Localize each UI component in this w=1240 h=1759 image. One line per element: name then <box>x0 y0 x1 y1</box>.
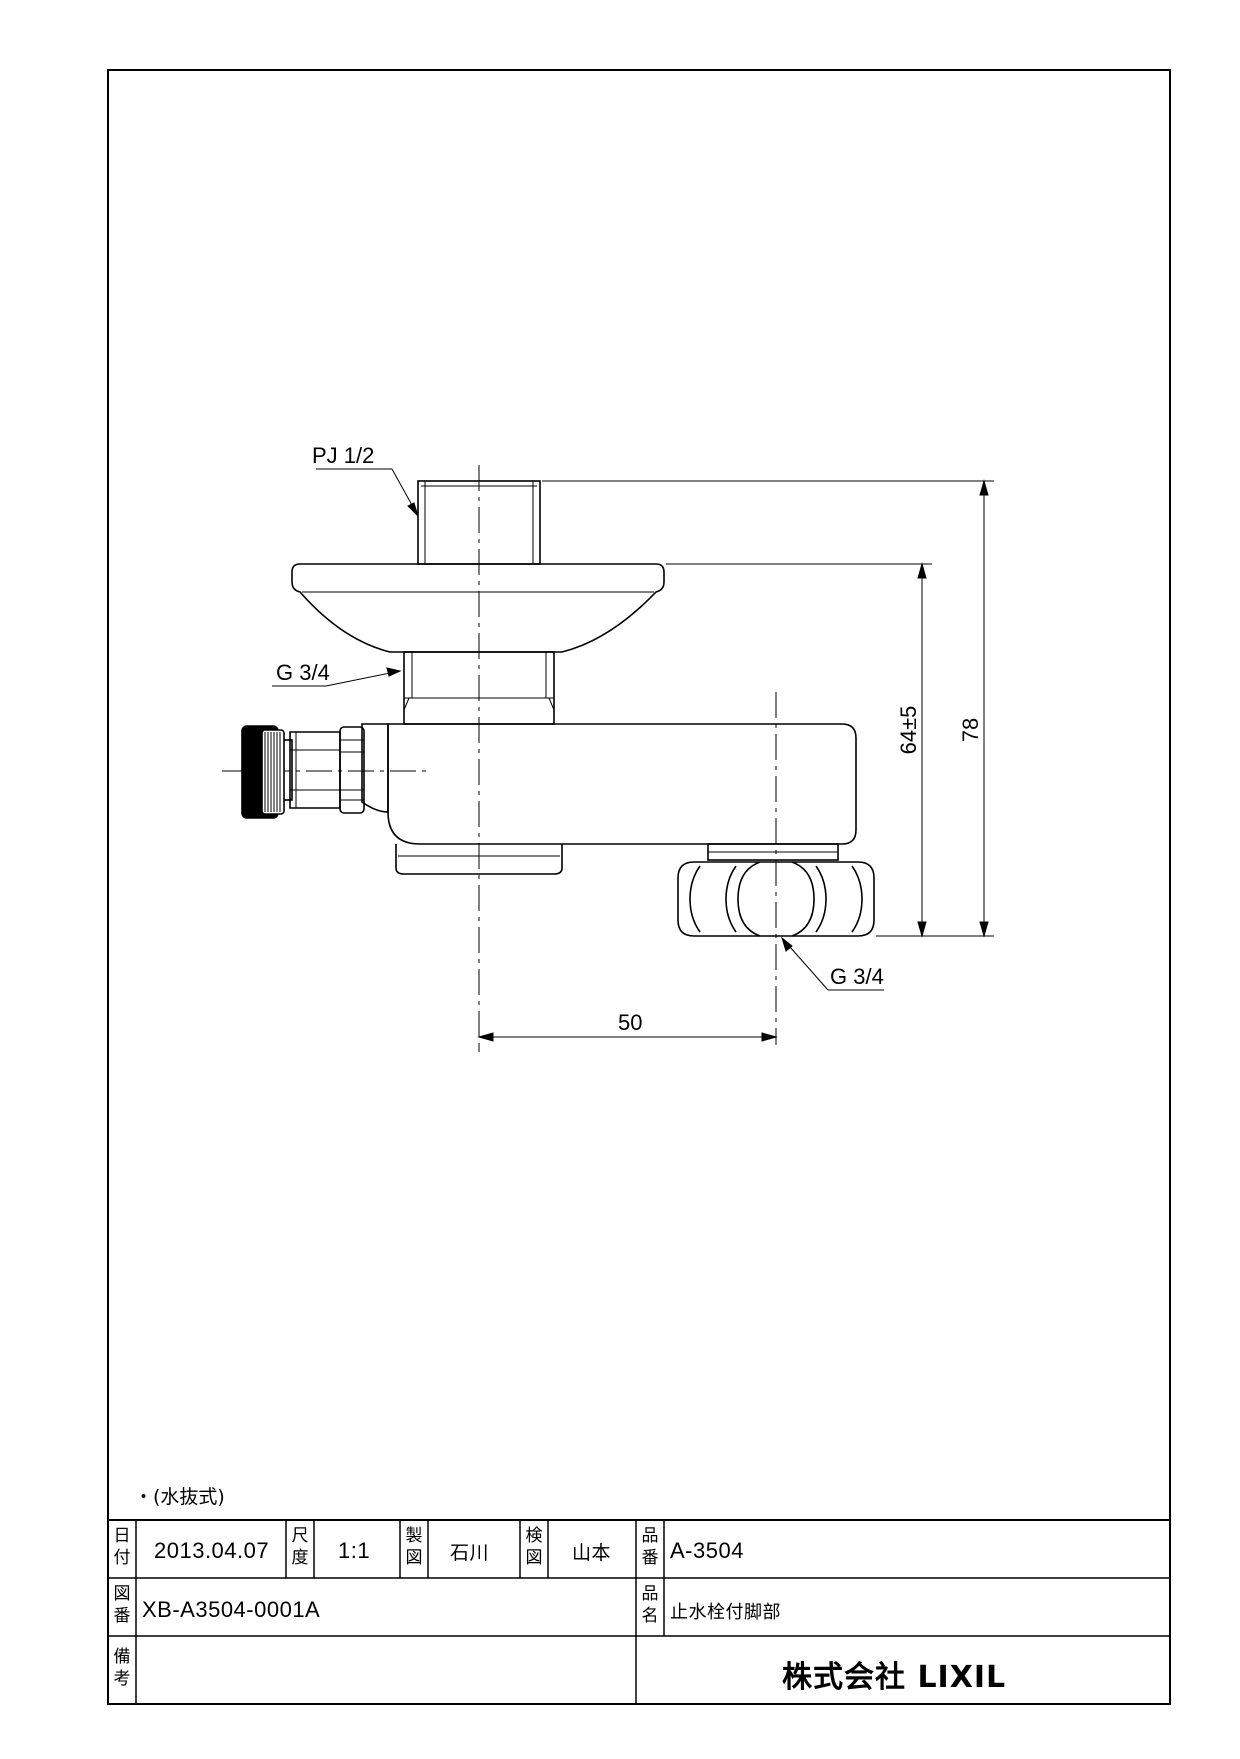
outlet-nut <box>677 843 875 937</box>
remarks-label: 備考 <box>113 1647 131 1689</box>
valve-port <box>281 723 389 814</box>
checked-label: 検図 <box>525 1526 543 1568</box>
drawing-no-label: 図番 <box>113 1584 131 1626</box>
dimension-labels: PJ 1/2 G 3/4 G 3/4 50 78 64±5 <box>276 443 983 1035</box>
drawn-label: 製図 <box>405 1526 423 1568</box>
scale-label: 尺度 <box>291 1526 309 1568</box>
scale-value: 1:1 <box>338 1538 371 1563</box>
checked-by-value: 山本 <box>572 1542 612 1564</box>
callout-top-thread: PJ 1/2 <box>312 443 374 468</box>
faucet-part-drawing <box>222 465 875 1045</box>
dim-body-64: 64±5 <box>896 706 921 755</box>
date-label: 日付 <box>113 1526 131 1568</box>
drawn-by-value: 石川 <box>450 1542 490 1564</box>
date-value: 2013.04.07 <box>154 1538 270 1563</box>
company-logo: 株式会社 LIXIL <box>782 1660 1007 1695</box>
bottom-lip <box>395 844 563 875</box>
knurled-handle <box>241 725 285 819</box>
drawing-no-value: XB-A3504-0001A <box>142 1597 321 1622</box>
drainage-note: ・(水抜式) <box>134 1486 225 1508</box>
title-block-grid <box>108 1519 1170 1704</box>
dim-offset-50: 50 <box>618 1010 642 1035</box>
sheet-border <box>107 69 1171 1705</box>
part-no-value: A-3504 <box>670 1538 744 1563</box>
dim-total-78: 78 <box>958 718 983 742</box>
callout-mid-thread: G 3/4 <box>276 660 330 685</box>
flange <box>291 563 665 653</box>
dimension-lines <box>272 468 994 1052</box>
part-name-label: 品名 <box>641 1584 659 1626</box>
main-body <box>387 723 857 845</box>
part-name-value: 止水栓付脚部 <box>670 1602 781 1623</box>
callout-bottom-thread: G 3/4 <box>830 964 884 989</box>
part-no-label: 品番 <box>641 1526 659 1568</box>
